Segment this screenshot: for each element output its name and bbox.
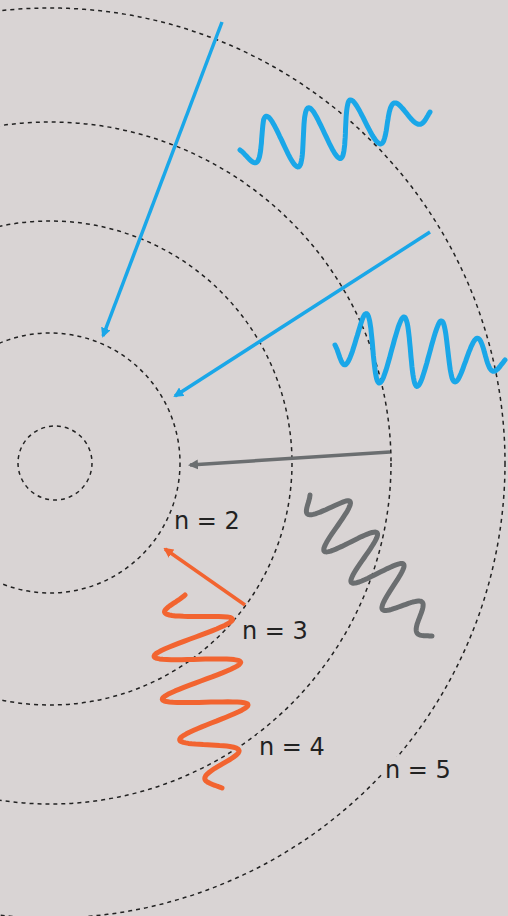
transition-arrow — [103, 22, 222, 336]
orbit-label: n = 4 — [257, 734, 327, 760]
photon-wave — [240, 100, 430, 167]
transition-arrow — [175, 232, 430, 396]
orbit-label: n = 5 — [383, 757, 453, 783]
photon-wave — [306, 495, 432, 636]
photon-wave — [335, 314, 505, 387]
orbit-label: n = 3 — [240, 618, 310, 644]
transition-arrows — [103, 22, 430, 605]
orbit-ring — [0, 333, 180, 593]
photon-waves — [154, 100, 505, 788]
orbit-label: n = 2 — [172, 508, 242, 534]
orbit-rings — [0, 8, 505, 916]
transition-arrow — [165, 549, 245, 605]
orbit-ring — [0, 8, 505, 916]
orbit-ring — [0, 122, 391, 804]
nucleus-orbit — [18, 426, 92, 500]
photon-wave — [154, 595, 248, 788]
transition-arrow — [190, 452, 390, 465]
